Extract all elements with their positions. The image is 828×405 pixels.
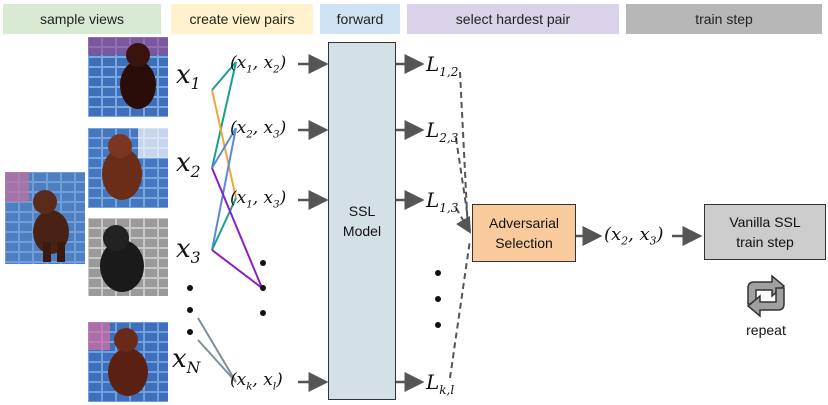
ellipsis-dot <box>260 310 266 316</box>
vanilla-label-line1: Vanilla SSL <box>729 214 801 230</box>
ssl-model-label-line2: Model <box>342 223 382 239</box>
header-select-hardest-pair: select hardest pair <box>407 4 619 34</box>
header-create-view-pairs: create view pairs <box>171 4 313 34</box>
source-image <box>5 172 85 264</box>
pair-label-x1-x3: (x1, x3) <box>230 188 287 211</box>
header-forward: forward <box>320 4 400 34</box>
loss-label-l13: L1,3 <box>426 188 459 215</box>
ellipsis-dot <box>187 329 193 335</box>
adversarial-label-line2: Selection <box>495 235 553 251</box>
vanilla-label-line2: train step <box>736 234 794 250</box>
loss-label-lkl: Lk,l <box>426 370 455 397</box>
view-label-x3: x3 <box>176 234 201 268</box>
ellipsis-dot <box>260 285 266 291</box>
pair-label-xk-xl: (xk, xl) <box>230 370 283 393</box>
line-x1-p13-teal <box>211 197 237 251</box>
view-label-x2: x2 <box>176 148 201 182</box>
repeat-icon <box>746 274 786 318</box>
header-sample-views: sample views <box>3 4 161 34</box>
ssl-model-label-line1: SSL <box>348 203 376 219</box>
loss-label-l23: L2,3 <box>426 118 459 145</box>
ellipsis-dot <box>187 307 193 313</box>
line-x3-dots-purple <box>211 249 263 289</box>
view-label-x1: x1 <box>176 60 201 94</box>
ellipsis-dot <box>260 260 266 266</box>
view-image-2 <box>88 128 168 208</box>
pair-label-x1-x2: (x1, x2) <box>230 53 287 76</box>
line-x2-p12-teal <box>211 61 237 169</box>
adversarial-label-line1: Adversarial <box>488 215 560 231</box>
ssl-model-box: SSL Model <box>328 42 396 400</box>
header-train-step: train step <box>626 4 822 34</box>
loss-label-l12: L1,2 <box>426 52 459 79</box>
line-x1-p12-teal <box>211 61 237 91</box>
view-image-1 <box>88 37 168 117</box>
line-x1-p13-orange <box>211 89 237 199</box>
view-image-3 <box>88 218 168 296</box>
ellipsis-dot <box>435 270 441 276</box>
line-x3-p23-blue <box>211 127 237 251</box>
ellipsis-dot <box>435 322 441 328</box>
selected-pair-label: (x2, x3) <box>604 224 664 248</box>
line-x2-p23-blue <box>211 127 237 169</box>
line-dots-pkl-gray2 <box>197 339 237 383</box>
ellipsis-dot <box>187 285 193 291</box>
line-x2-dots-purple <box>211 167 263 289</box>
view-label-xn: xN <box>172 344 201 378</box>
pair-label-x2-x3: (x2, x3) <box>230 118 287 141</box>
repeat-label: repeat <box>746 322 786 338</box>
line-dots-pkl-gray1 <box>197 317 237 383</box>
ellipsis-dot <box>435 296 441 302</box>
view-image-n <box>88 322 168 402</box>
vanilla-ssl-train-step-box: Vanilla SSL train step <box>704 204 826 260</box>
adversarial-selection-box: Adversarial Selection <box>472 204 576 262</box>
